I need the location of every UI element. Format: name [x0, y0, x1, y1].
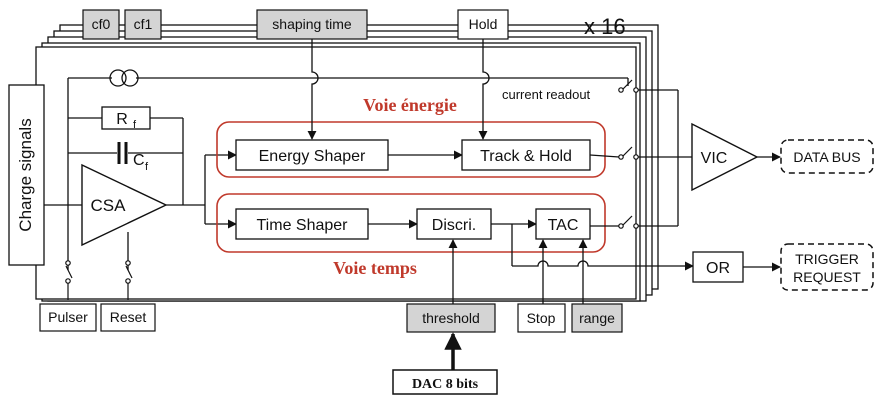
range-box: range — [571, 303, 623, 333]
threshold-label: threshold — [422, 310, 480, 326]
dac-label: DAC 8 bits — [412, 377, 479, 392]
time-channel-title: Voie temps — [333, 258, 417, 278]
range-label: range — [579, 310, 615, 326]
cf0-box: cf0 — [82, 9, 120, 40]
hold-line — [478, 39, 490, 140]
request-label: REQUEST — [793, 269, 861, 285]
vic-buffer: VIC — [691, 122, 759, 192]
stop-label: Stop — [527, 310, 556, 326]
shaping-time-label: shaping time — [272, 16, 352, 32]
tac-label: TAC — [548, 217, 579, 234]
energy-channel-frame — [216, 121, 606, 178]
multiplicity-label: x 16 — [584, 14, 626, 39]
discri-label: Discri. — [432, 217, 476, 234]
threshold-box: threshold — [406, 303, 496, 333]
charge-signals-label: Charge signals — [16, 118, 35, 231]
time-shaper-block: Time Shaper — [235, 208, 369, 240]
cf1-box: cf1 — [124, 9, 162, 40]
feedback-capacitor: C f — [117, 142, 149, 173]
data-bus-output: DATA BUS — [780, 139, 874, 174]
trigger-label: TRIGGER — [795, 251, 859, 267]
current-source-icon — [109, 69, 139, 87]
pulser-switch-icon — [65, 260, 73, 300]
data-bus-label: DATA BUS — [793, 149, 860, 165]
track-hold-block: Track & Hold — [461, 139, 591, 171]
csa-label: CSA — [91, 196, 127, 215]
or-label: OR — [706, 260, 730, 277]
pulser-box: Pulser — [39, 303, 97, 332]
cf-subscript: f — [145, 161, 149, 173]
energy-shaper-label: Energy Shaper — [259, 148, 366, 165]
energy-shaper-block: Energy Shaper — [235, 139, 389, 171]
rf-label: R — [116, 111, 128, 128]
cf0-label: cf0 — [92, 16, 111, 32]
trigger-request-output: TRIGGER REQUEST — [780, 243, 874, 291]
pulser-label: Pulser — [48, 309, 88, 325]
track-hold-label: Track & Hold — [480, 148, 572, 165]
current-readout-label: current readout — [502, 87, 591, 102]
charge-signals-box: Charge signals — [8, 84, 45, 266]
energy-channel-title: Voie énergie — [363, 95, 457, 115]
vic-label: VIC — [701, 150, 728, 167]
hold-label: Hold — [469, 16, 498, 32]
time-channel-frame — [216, 193, 606, 253]
cf-label: C — [133, 152, 145, 169]
csa-amplifier: CSA — [81, 163, 168, 247]
dac-box: DAC 8 bits — [392, 369, 498, 395]
reset-label: Reset — [110, 309, 147, 325]
shaping-time-line — [307, 39, 319, 140]
discriminator-block: Discri. — [416, 208, 492, 240]
or-gate: OR — [692, 251, 744, 283]
reset-box: Reset — [100, 303, 156, 332]
cf1-label: cf1 — [134, 16, 153, 32]
preamp-wiring — [44, 77, 628, 270]
hold-box: Hold — [457, 9, 509, 40]
feedback-resistor: R f — [101, 106, 151, 131]
tac-block: TAC — [535, 208, 591, 240]
rf-subscript: f — [133, 119, 137, 131]
reset-switch-icon — [125, 260, 133, 300]
output-wiring — [511, 78, 692, 267]
time-shaper-label: Time Shaper — [257, 217, 349, 234]
shaping-time-box: shaping time — [256, 9, 368, 40]
stop-box: Stop — [517, 303, 566, 333]
